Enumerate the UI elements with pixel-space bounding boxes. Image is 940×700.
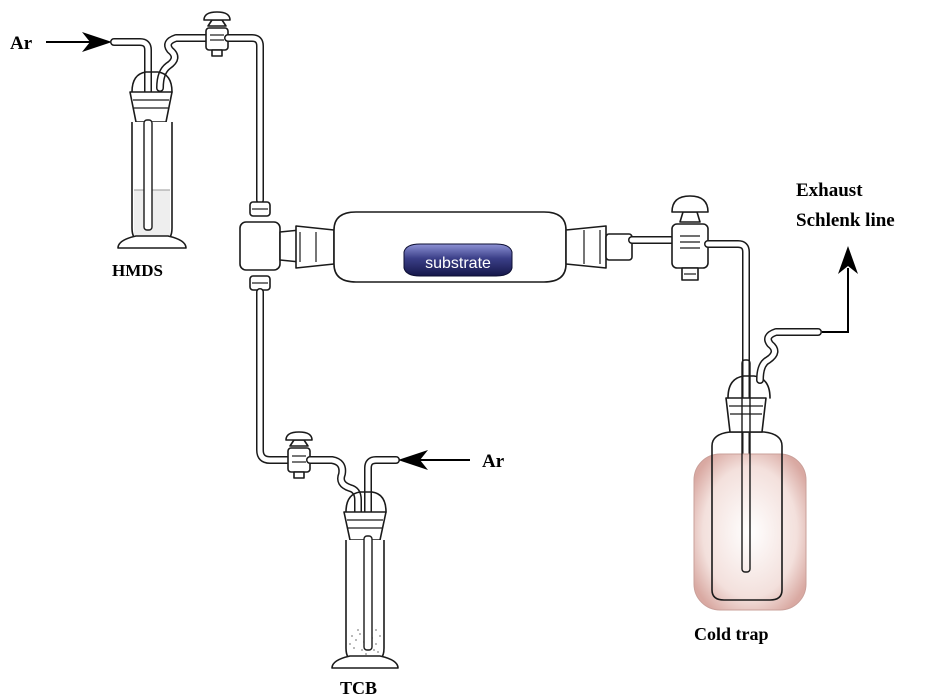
tcb-label: TCB — [340, 678, 377, 698]
cold-trap-label: Cold trap — [694, 624, 769, 644]
substrate-label: substrate — [425, 255, 491, 272]
exhaust-label: Exhaust — [796, 180, 863, 201]
right-stopcock[interactable] — [671, 195, 709, 281]
tcb-bubbler — [331, 456, 400, 669]
hmds-bubbler — [110, 34, 210, 249]
cross-joint — [239, 201, 301, 291]
ar-bottom-label: Ar — [482, 451, 505, 472]
schlenk-line-label: Schlenk line — [796, 210, 895, 231]
substrate-plate: substrate — [403, 243, 513, 277]
ar-inlet-bottom-arrow — [398, 450, 470, 470]
bottom-stopcock[interactable] — [285, 431, 313, 479]
hmds-label: HMDS — [112, 261, 163, 280]
ar-inlet-top-arrow — [46, 32, 112, 52]
cold-trap — [693, 328, 822, 611]
exhaust-arrow — [822, 246, 858, 333]
top-stopcock[interactable] — [203, 11, 231, 57]
ar-top-label: Ar — [10, 33, 33, 54]
